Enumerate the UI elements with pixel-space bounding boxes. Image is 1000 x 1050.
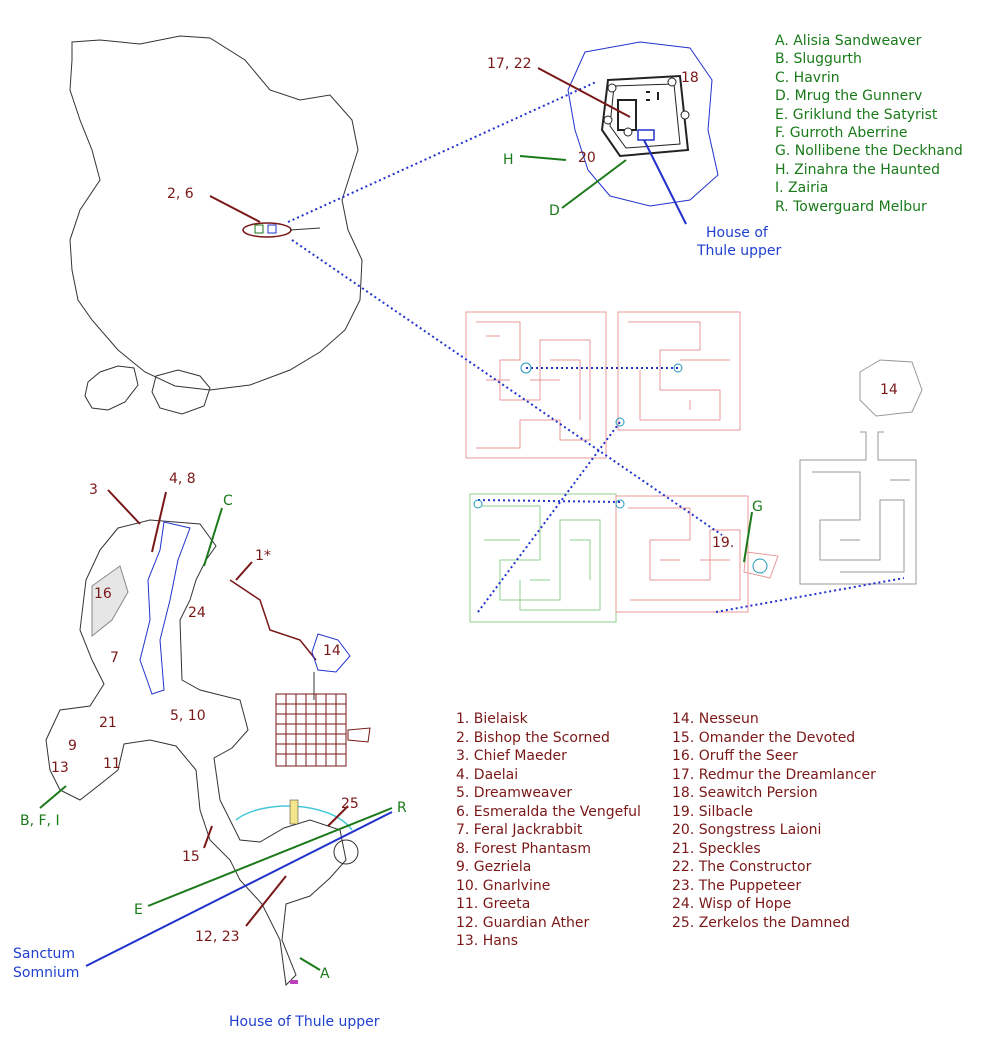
label-7: 7	[110, 650, 119, 666]
label-house-thule-upper-1: House of	[706, 225, 769, 241]
ship-marker	[242, 222, 321, 238]
legend-number-item: 1. Bielaisk	[456, 711, 528, 727]
legend-number-item: 6. Esmeralda the Vengeful	[456, 803, 641, 820]
label-14-bottom: 14	[323, 643, 341, 659]
legend-number-item: 13. Hans	[456, 933, 518, 949]
legend-letter-item: R. Towerguard Melbur	[775, 198, 927, 215]
label-14-top: 14	[880, 382, 898, 398]
legend-number-item: 5. Dreamweaver	[456, 785, 573, 801]
label-16: 16	[94, 586, 112, 602]
label-D: D	[549, 203, 560, 219]
legend-letter-item: A. Alisia Sandweaver	[775, 33, 922, 49]
label-5-10: 5, 10	[170, 708, 206, 724]
legend-letter-item: I. Zairia	[775, 180, 829, 197]
legend-number-item: 22. The Constructor	[672, 859, 812, 875]
legend-numbers-col1: 1. Bielaisk 2. Bishop the Scorned 3. Chi…	[456, 710, 641, 951]
legend-number-item: 23. The Puppeteer	[672, 877, 802, 894]
legend-number-item: 17. Redmur the Dreamlancer	[672, 766, 876, 783]
legend-letter-item: B. Sluggurth	[775, 51, 862, 68]
legend-number-item: 2. Bishop the Scorned	[456, 729, 610, 746]
portal-links	[287, 81, 905, 613]
label-sanctum: Sanctum	[13, 946, 75, 962]
town-grid	[275, 693, 371, 767]
label-3: 3	[89, 482, 98, 498]
label-11: 11	[103, 756, 121, 772]
label-15: 15	[182, 849, 200, 865]
legend-number-item: 20. Songstress Laioni	[672, 822, 822, 838]
legend-letter-item: C. Havrin	[775, 69, 840, 86]
label-somnium: Somnium	[13, 965, 79, 981]
label-12-23: 12, 23	[195, 929, 240, 945]
label-1-star: 1*	[255, 548, 271, 564]
legend-number-item: 4. Daelai	[456, 766, 519, 783]
label-house-thule-upper-2: Thule upper	[696, 243, 782, 259]
label-4-8: 4, 8	[169, 471, 196, 487]
label-E: E	[134, 902, 143, 918]
legend-number-item: 21. Speckles	[672, 840, 761, 857]
maze-gray	[799, 359, 923, 585]
legend-number-item: 19. Silbacle	[672, 803, 754, 820]
legend-letters: A. Alisia Sandweaver B. Sluggurth C. Hav…	[775, 32, 963, 216]
legend-number-item: 16. Oruff the Seer	[672, 748, 798, 764]
legend-letter-item: E. Griklund the Satyrist	[775, 106, 938, 123]
label-B-F-I: B, F, I	[20, 813, 60, 829]
label-C: C	[223, 493, 233, 509]
legend-number-item: 3. Chief Maeder	[456, 748, 567, 764]
label-19: 19.	[712, 535, 734, 551]
leader-lines	[39, 67, 753, 971]
legend-number-item: 10. Gnarlvine	[456, 877, 551, 894]
label-9: 9	[68, 738, 77, 754]
legend-number-item: 14. Nesseun	[672, 711, 759, 727]
label-20: 20	[578, 150, 596, 166]
label-A: A	[320, 966, 330, 982]
legend-number-item: 18. Seawitch Persion	[672, 785, 818, 801]
label-21: 21	[99, 715, 117, 731]
label-18: 18	[681, 70, 699, 86]
legend-letter-item: H. Zinahra the Haunted	[775, 161, 941, 178]
legend-letter-item: F. Gurroth Aberrine	[775, 125, 908, 142]
label-25: 25	[341, 796, 359, 812]
legend-letter-item: D. Mrug the Gunnerv	[775, 88, 923, 105]
portal-markers	[473, 362, 768, 574]
legend-number-item: 15. Omander the Devoted	[672, 729, 856, 746]
maze-red	[465, 311, 741, 459]
legend-number-item: 24. Wisp of Hope	[672, 896, 792, 912]
maze-green	[469, 493, 617, 623]
legend-number-item: 25. Zerkelos the Damned	[672, 914, 850, 931]
legend-number-item: 8. Forest Phantasm	[456, 840, 591, 857]
label-24: 24	[188, 605, 206, 621]
legend-numbers-col2: 14. Nesseun 15. Omander the Devoted 16. …	[672, 710, 876, 932]
forest-area	[45, 519, 359, 987]
label-G: G	[752, 499, 763, 515]
label-17-22: 17, 22	[487, 56, 532, 72]
label-13: 13	[51, 760, 69, 776]
legend-number-item: 12. Guardian Ather	[456, 914, 590, 931]
maze-red-lower	[615, 495, 779, 613]
tower-island	[567, 41, 719, 207]
map-caption: House of Thule upper	[229, 1014, 380, 1030]
legend-number-item: 7. Feral Jackrabbit	[456, 822, 583, 838]
island-map	[69, 35, 363, 415]
label-H: H	[503, 152, 514, 168]
legend-number-item: 11. Greeta	[456, 896, 531, 912]
label-R: R	[397, 800, 407, 816]
label-2-6: 2, 6	[167, 186, 194, 202]
legend-letter-item: G. Nollibene the Deckhand	[775, 143, 963, 160]
legend-number-item: 9. Gezriela	[456, 859, 532, 875]
